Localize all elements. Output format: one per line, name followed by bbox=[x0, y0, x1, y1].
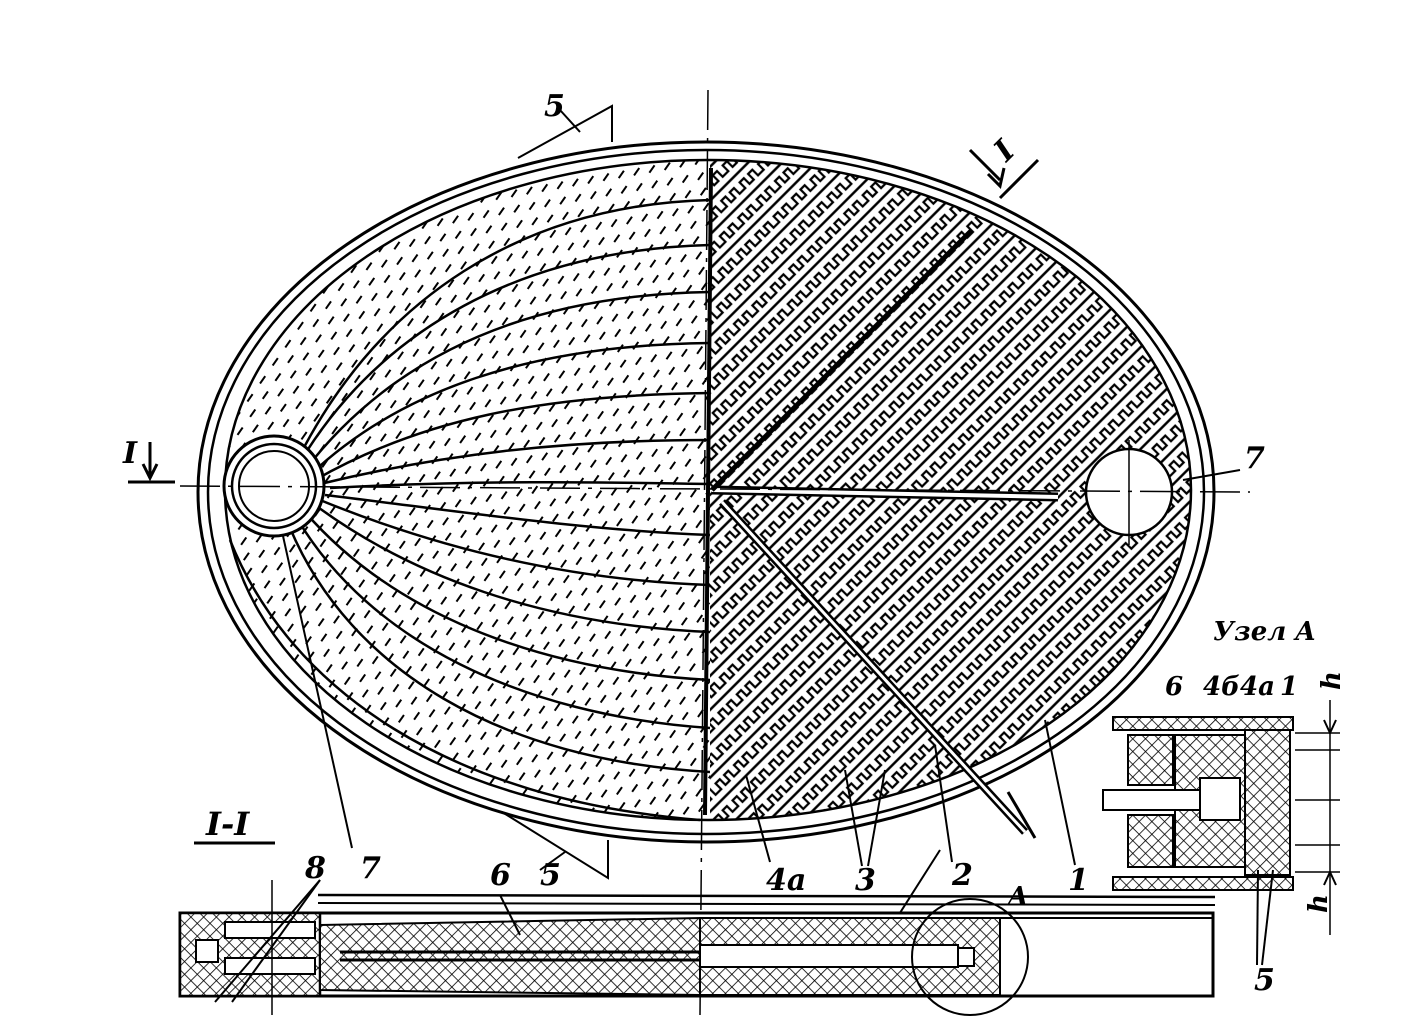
label-detail-5: 5 bbox=[1254, 963, 1275, 998]
labels: 5 I I 7 Узел A 6 4б 4а 1 h h 5 I-I 8 6 7… bbox=[122, 89, 1347, 998]
right-channels bbox=[710, 228, 1059, 839]
label-1-bottom: 1 bbox=[1068, 863, 1089, 898]
label-I-left: I bbox=[122, 436, 138, 471]
label-detail-h-top: h bbox=[1317, 671, 1347, 690]
label-7-bottom: 7 bbox=[360, 851, 381, 886]
label-4a-bottom: 4а bbox=[766, 863, 806, 898]
section-marker-top bbox=[968, 148, 1040, 200]
label-A-section: A bbox=[1005, 882, 1028, 912]
label-7-right: 7 bbox=[1244, 441, 1265, 476]
label-detail-4a: 4а bbox=[1240, 672, 1275, 702]
detail-circle-A bbox=[911, 898, 1029, 1016]
leader-lines bbox=[282, 104, 1241, 961]
label-2-bottom: 2 bbox=[951, 858, 973, 893]
label-5-top: 5 bbox=[544, 89, 565, 124]
section-marker-left bbox=[128, 442, 175, 484]
label-sec-8: 8 bbox=[304, 851, 326, 886]
left-channels bbox=[228, 198, 710, 822]
section-body-hatch bbox=[319, 916, 701, 997]
label-detail-1: 1 bbox=[1280, 672, 1298, 702]
label-5-bottom: 5 bbox=[540, 858, 561, 893]
label-I-top: I bbox=[987, 133, 1023, 169]
section-view bbox=[178, 841, 1216, 1016]
half-split-line bbox=[703, 167, 713, 816]
label-sec-6: 6 bbox=[490, 858, 511, 893]
label-detail-6: 6 bbox=[1165, 672, 1183, 702]
label-detail-4b: 4б bbox=[1203, 672, 1240, 702]
section-title: I-I bbox=[205, 805, 250, 843]
center-lines bbox=[179, 89, 1251, 1016]
detail-A bbox=[1102, 700, 1340, 966]
label-detail-h-bottom: h bbox=[1304, 894, 1334, 913]
detail-title: Узел A bbox=[1213, 617, 1316, 647]
label-3-bottom: 3 bbox=[855, 863, 876, 898]
